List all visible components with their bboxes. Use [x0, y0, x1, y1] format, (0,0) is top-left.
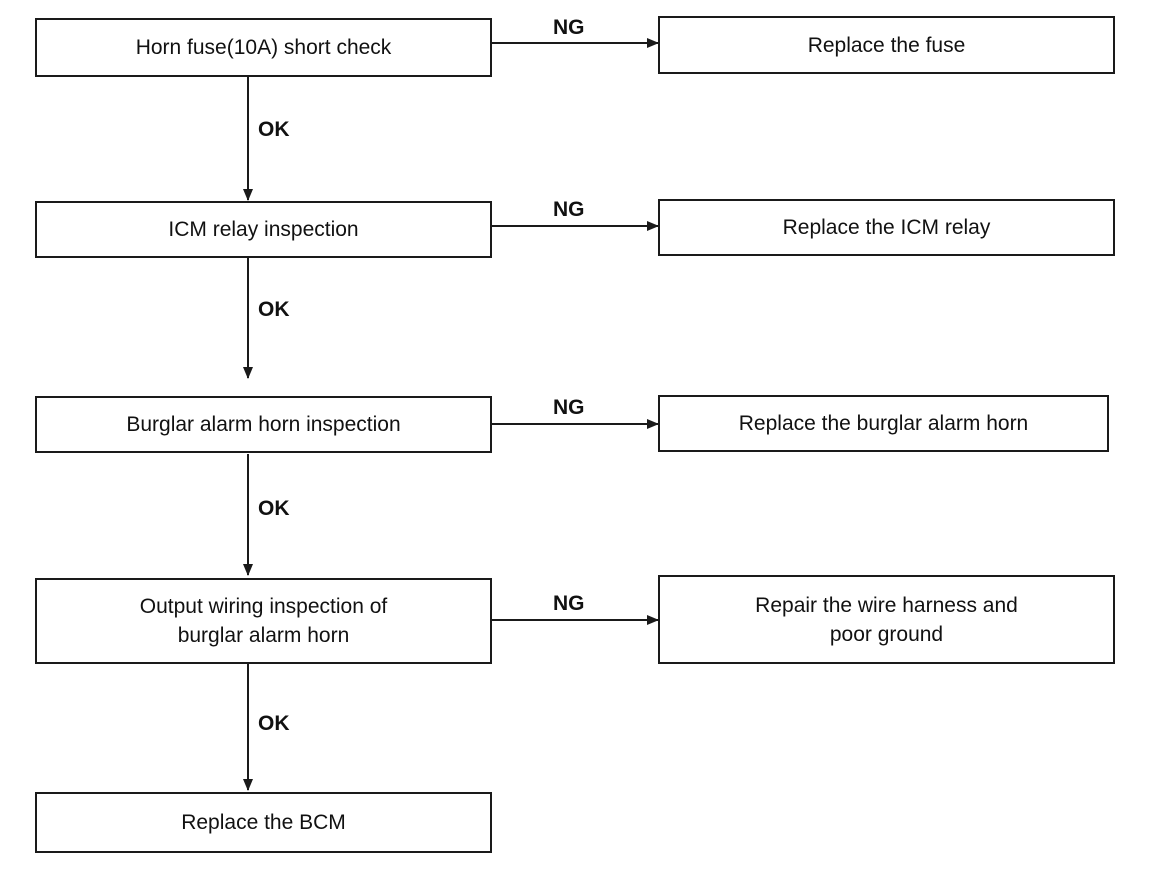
ng-label-1: NG: [553, 16, 585, 39]
action-box-repair-wire-harness: Repair the wire harness and poor ground: [658, 575, 1115, 664]
step-box-burglar-alarm-horn-inspection: Burglar alarm horn inspection: [35, 396, 492, 453]
ng-label-4: NG: [553, 592, 585, 615]
step-text-line-2: burglar alarm horn: [177, 624, 350, 647]
action-box-replace-burglar-alarm-horn: Replace the burglar alarm horn: [658, 395, 1109, 452]
step-text: ICM relay inspection: [168, 218, 359, 241]
ok-label-2: OK: [258, 298, 290, 321]
step-text: Replace the BCM: [181, 811, 346, 834]
action-text-line-2: poor ground: [829, 622, 944, 646]
action-text: Replace the ICM relay: [782, 216, 991, 239]
action-text-line-1: Repair the wire harness and: [755, 593, 1018, 617]
ok-label-1: OK: [258, 118, 290, 141]
step-text: Horn fuse(10A) short check: [135, 36, 392, 59]
step-box-icm-relay-inspection: ICM relay inspection: [35, 201, 492, 258]
step-text-line-1: Output wiring inspection of: [139, 595, 388, 618]
action-box-replace-fuse: Replace the fuse: [658, 16, 1115, 74]
step-box-horn-fuse-check: Horn fuse(10A) short check: [35, 18, 492, 77]
action-text: Replace the fuse: [807, 33, 966, 57]
step-text: Burglar alarm horn inspection: [126, 413, 401, 436]
ok-label-4: OK: [258, 712, 290, 735]
step-box-output-wiring-inspection: Output wiring inspection of burglar alar…: [35, 578, 492, 664]
step-box-replace-bcm: Replace the BCM: [35, 792, 492, 853]
action-text: Replace the burglar alarm horn: [738, 412, 1029, 435]
action-box-replace-icm-relay: Replace the ICM relay: [658, 199, 1115, 256]
ng-label-2: NG: [553, 198, 585, 221]
ok-label-3: OK: [258, 497, 290, 520]
ng-label-3: NG: [553, 396, 585, 419]
